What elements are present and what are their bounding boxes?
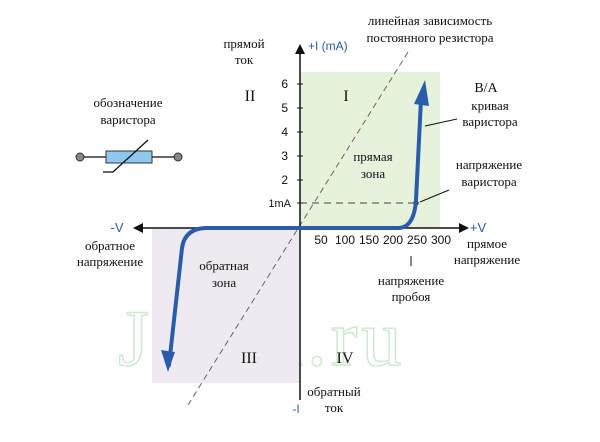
varistor-curve [167,98,423,367]
y-tick-4: 4 [281,125,288,139]
linear-line-caption-line2: постоянного резистора [366,30,493,45]
curve-caption-ba: B/A [474,81,498,96]
linear-line-caption-line1: линейная зависимость [368,13,492,28]
y-tick-5: 5 [281,101,288,115]
forward-zone-label-line2: зона [361,166,386,181]
curve-arrow-up [414,80,429,106]
quadrant-2-label: II [245,88,256,105]
curve-arrow-down [161,350,175,372]
forward-current-axis-label: +I (mA) [308,39,348,53]
reverse-voltage-label-line2: напряжение [77,254,143,269]
forward-zone-label-line1: прямая [353,149,392,164]
forward-voltage-label-line2: напряжение [454,252,520,267]
forward-voltage-label-line1: прямое [467,236,507,251]
one-ma-label: 1mA [268,198,291,210]
reverse-voltage-label-line1: обратное [85,238,135,253]
forward-current-label-line2: ток [235,52,254,67]
forward-current-label-line1: прямой [223,36,264,51]
x-tick-50: 50 [314,233,328,247]
axis-ticks [297,83,303,204]
positive-voltage-label: +V [470,220,487,235]
symbol-caption-line1: обозначение [94,95,163,110]
y-tick-3: 3 [281,149,288,163]
x-tick-100: 100 [335,233,355,247]
quadrant-3-label: III [241,350,257,367]
breakdown-voltage-label-line1: напряжение [378,273,444,288]
x-tick-150: 150 [359,233,379,247]
varistor-voltage-label-line1: напряжение [456,157,522,172]
reverse-zone-label-line1: обратная [199,258,248,273]
quadrant-4-label: IV [337,350,354,367]
quadrant-1-label: I [343,88,348,105]
varistor-voltage-leader [419,189,450,203]
reverse-current-label-line2: ток [325,400,344,415]
y-tick-2: 2 [281,173,288,187]
reverse-current-axis-label: -I [292,402,299,416]
x-tick-300: 300 [431,233,451,247]
varistor-symbol [75,139,183,173]
curve-caption-line3: варистора [462,114,517,129]
x-tick-200: 200 [383,233,403,247]
negative-voltage-label: -V [111,220,124,235]
breakdown-voltage-label-line2: пробоя [392,289,431,304]
y-tick-6: 6 [281,77,288,91]
curve-caption-line2: кривая [471,98,509,113]
symbol-caption-line2: варистора [100,112,155,127]
varistor-voltage-label-line2: варистора [461,174,516,189]
curve-caption-leader [424,118,458,127]
reverse-current-label-line1: обратный [307,384,360,399]
reverse-zone-label-line2: зона [212,275,237,290]
x-tick-250: 250 [407,233,427,247]
